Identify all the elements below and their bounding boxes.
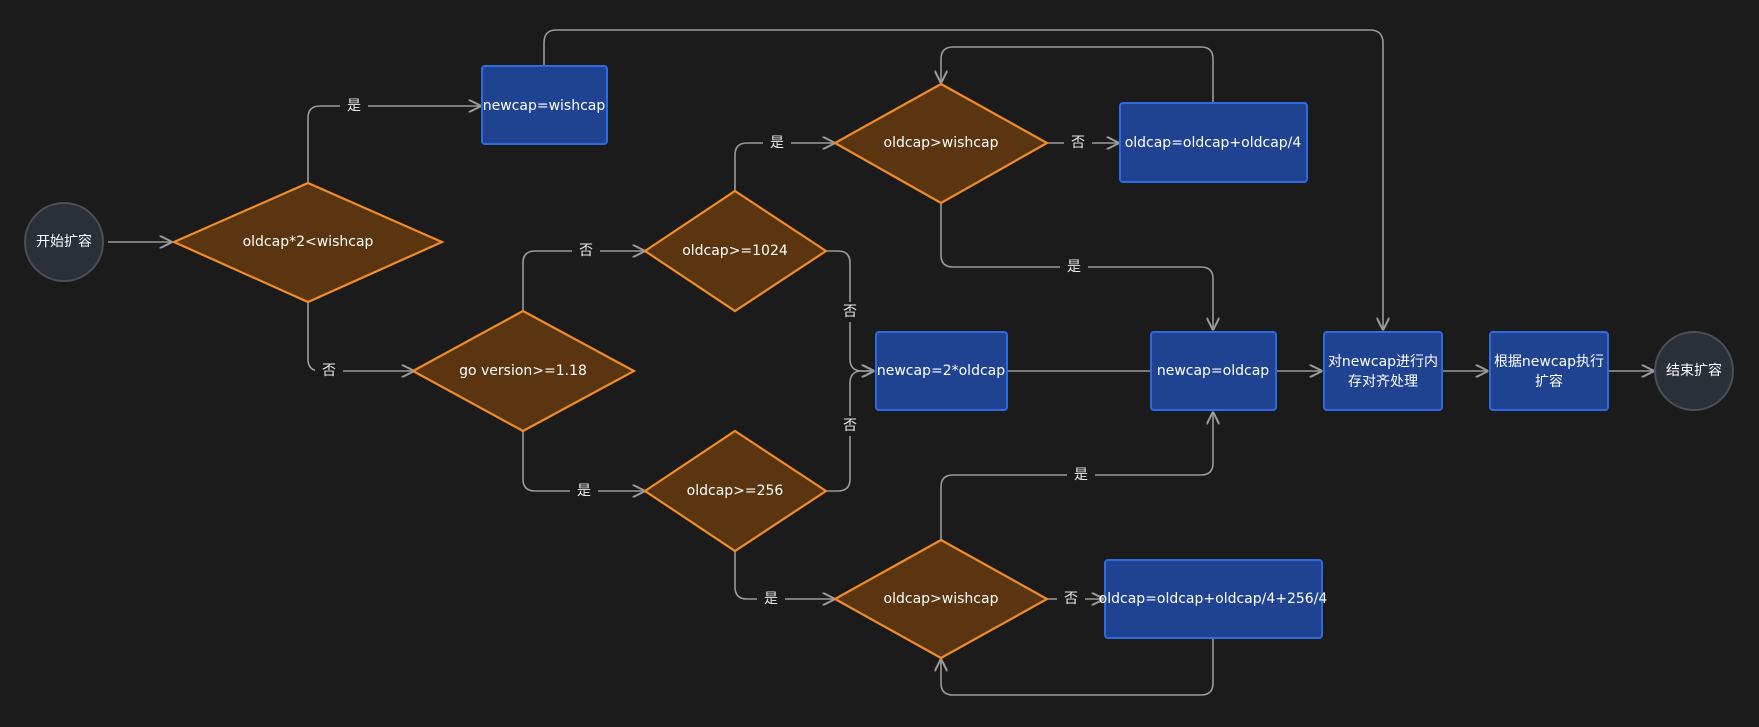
edge-grow-256-loop (941, 639, 1214, 696)
start-node: 开始扩容 (24, 202, 104, 282)
grow-quarter-label: oldcap=oldcap+oldcap/4 (1125, 135, 1302, 151)
upper-loop-label: oldcap>wishcap (884, 135, 999, 151)
edge-double-yes (307, 106, 480, 182)
edge-label-1024-no: 否 (843, 304, 857, 320)
grow-quarter-256-label: oldcap=oldcap+oldcap/4+256/4 (1099, 591, 1328, 607)
lower-loop-decision: oldcap>wishcap (832, 538, 1050, 660)
check-1024-decision: oldcap>=1024 (643, 189, 828, 313)
edge-wishcap-to-align (543, 29, 1383, 329)
exec-label-line1: 根据newcap执行 (1494, 354, 1604, 370)
check-256-label: oldcap>=256 (687, 483, 784, 499)
edge-grow-quarter-loop (941, 46, 1214, 102)
edge-label-256-yes: 是 (764, 591, 778, 607)
edge-256-yes (734, 551, 834, 599)
check-1024-label: oldcap>=1024 (682, 243, 788, 259)
set-oldcap-label: newcap=oldcap (1157, 363, 1269, 379)
set-wishcap-label: newcap=wishcap (483, 98, 606, 114)
edge-1024-yes (734, 143, 834, 191)
grow-quarter-node: oldcap=oldcap+oldcap/4 (1119, 102, 1308, 183)
edge-double-no (307, 302, 413, 371)
edge-label-lower-no: 否 (1064, 591, 1078, 607)
edge-version-yes (522, 431, 644, 491)
align-label-line2: 存对齐处理 (1348, 374, 1418, 390)
align-node: 对newcap进行内 存对齐处理 (1323, 331, 1443, 411)
set-double-node: newcap=2*oldcap (875, 331, 1008, 411)
edge-label-version-yes: 是 (577, 483, 591, 499)
nodes: 开始扩容 oldcap*2<wishcap newcap=wishcap go … (24, 65, 1734, 660)
end-node: 结束扩容 (1654, 331, 1734, 411)
grow-quarter-256-node: oldcap=oldcap+oldcap/4+256/4 (1099, 559, 1328, 639)
align-label-line1: 对newcap进行内 (1328, 354, 1438, 370)
edge-labels: 是 否 否 是 是 否 否 是 否 是 否 是 (315, 96, 1095, 609)
go-version-decision: go version>=1.18 (410, 309, 637, 433)
edge-label-256-no: 否 (843, 418, 857, 434)
edge-label-double-no: 否 (322, 363, 336, 379)
go-version-label: go version>=1.18 (459, 363, 587, 379)
edge-label-double-yes: 是 (347, 98, 361, 114)
start-node-label: 开始扩容 (36, 233, 92, 250)
check-double-decision: oldcap*2<wishcap (171, 181, 445, 304)
edge-label-1024-yes: 是 (770, 135, 784, 151)
lower-loop-label: oldcap>wishcap (884, 591, 999, 607)
edge-version-no (522, 251, 644, 311)
edge-label-upper-no: 否 (1071, 135, 1085, 151)
set-wishcap-node: newcap=wishcap (481, 65, 608, 145)
set-double-label: newcap=2*oldcap (877, 363, 1005, 379)
upper-loop-decision: oldcap>wishcap (832, 82, 1050, 205)
exec-label-line2: 扩容 (1535, 373, 1563, 390)
edge-label-lower-yes: 是 (1074, 467, 1088, 483)
edge-label-upper-yes: 是 (1067, 259, 1081, 275)
exec-node: 根据newcap执行 扩容 (1489, 331, 1609, 411)
set-oldcap-node: newcap=oldcap (1150, 331, 1277, 411)
edge-label-version-no: 否 (579, 243, 593, 259)
check-256-decision: oldcap>=256 (643, 429, 828, 553)
end-node-label: 结束扩容 (1666, 362, 1722, 379)
check-double-label: oldcap*2<wishcap (243, 234, 374, 250)
